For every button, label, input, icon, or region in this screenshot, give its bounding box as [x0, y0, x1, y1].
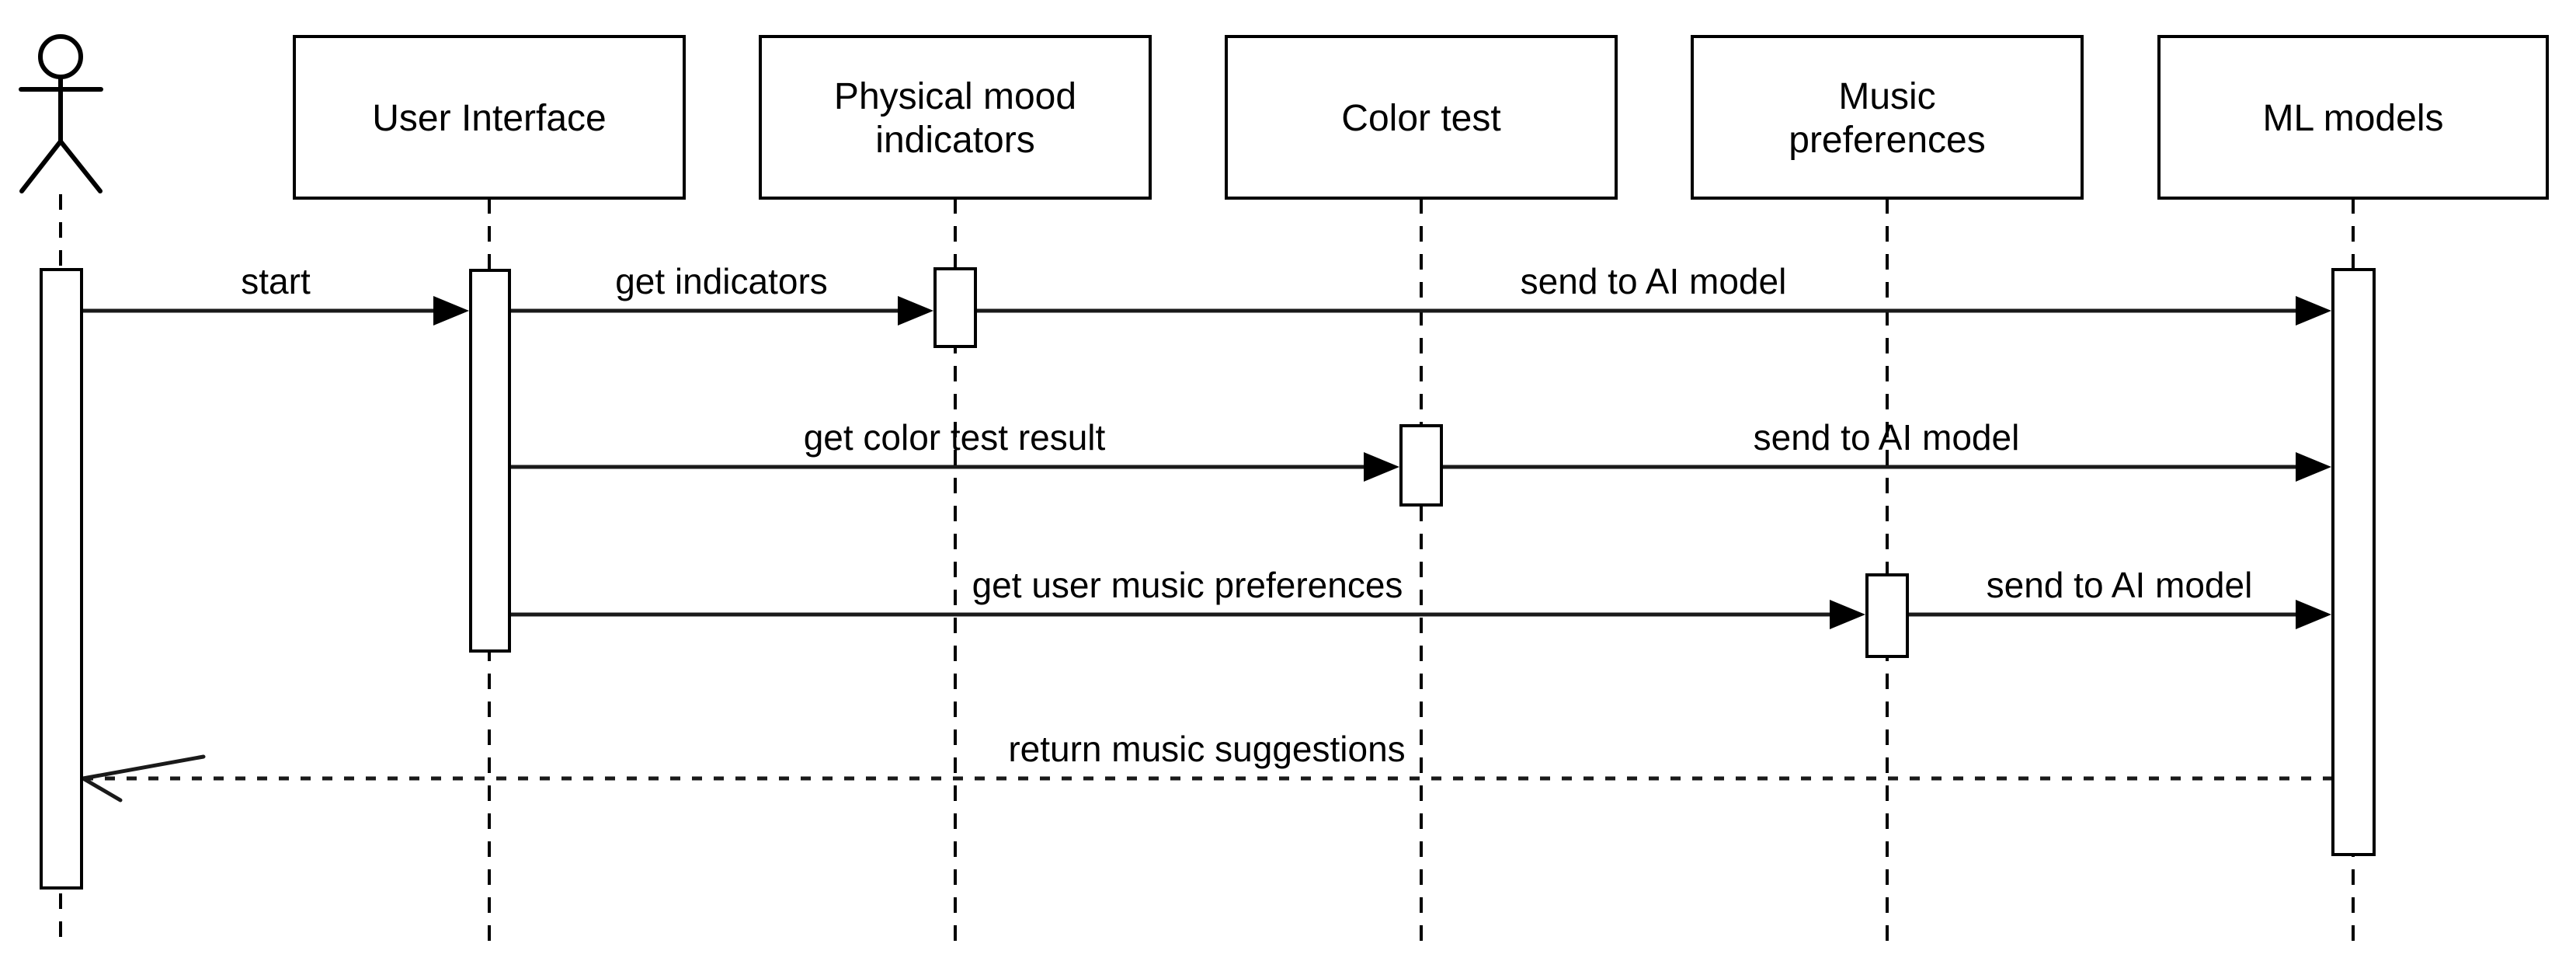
message-return-music-suggestions: return music suggestions: [80, 729, 2333, 803]
activation-bar-color-test: [1399, 424, 1443, 507]
participant-box-music-preferences: [1691, 35, 2084, 200]
message-label: return music suggestions: [1008, 729, 1405, 769]
participant-color-test: Color test: [1225, 35, 1618, 200]
filled-arrowhead-icon: [2296, 296, 2331, 326]
activation-bar-physical-mood-indicators: [933, 267, 977, 348]
filled-arrowhead-icon: [2296, 600, 2331, 629]
participant-box-user-interface: [293, 35, 686, 200]
participant-label-physical-mood-indicators: Physical mood: [834, 76, 1076, 117]
filled-arrowhead-icon: [1364, 452, 1399, 482]
participant-user-interface: User Interface: [293, 35, 686, 200]
actor-left-leg: [19, 139, 63, 193]
activation-bar-user-actor: [40, 268, 83, 890]
participant-label-color-test: Color test: [1341, 98, 1500, 139]
message-label: start: [241, 261, 311, 301]
message-send-to-ai-model: send to AI model: [975, 261, 2331, 326]
participant-box-ml-models: [2157, 35, 2549, 200]
actor-icon: [19, 34, 103, 193]
participant-label-ml-models: ML models: [2263, 98, 2444, 139]
message-label: get color test result: [804, 417, 1106, 458]
filled-arrowhead-icon: [2296, 452, 2331, 482]
message-label: get indicators: [615, 261, 828, 301]
message-get-color-test-result: get color test result: [509, 417, 1399, 482]
participant-label-music-preferences: preferences: [1789, 120, 1985, 161]
activation-bar-user-interface: [469, 269, 511, 653]
message-get-indicators: get indicators: [509, 261, 933, 326]
message-label: send to AI model: [1521, 261, 1787, 301]
participant-label-physical-mood-indicators: indicators: [875, 120, 1034, 161]
participant-box-physical-mood-indicators: [759, 35, 1152, 200]
message-get-user-music-preferences: get user music preferences: [509, 565, 1865, 629]
participant-label-music-preferences: Music: [1838, 76, 1935, 117]
message-label: send to AI model: [1754, 417, 2020, 458]
participant-ml-models: ML models: [2157, 35, 2549, 200]
message-start: start: [82, 261, 469, 326]
activation-bar-ml-models: [2331, 268, 2376, 856]
filled-arrowhead-icon: [1830, 600, 1865, 629]
activation-bar-music-preferences: [1865, 573, 1909, 658]
actor-right-leg: [58, 139, 103, 193]
message-label: send to AI model: [1987, 565, 2253, 605]
participant-box-color-test: [1225, 35, 1618, 200]
message-send-to-ai-model: send to AI model: [1441, 417, 2331, 482]
message-send-to-ai-model: send to AI model: [1907, 565, 2331, 629]
participant-label-user-interface: User Interface: [372, 98, 606, 139]
message-label: get user music preferences: [972, 565, 1403, 605]
filled-arrowhead-icon: [898, 296, 933, 326]
filled-arrowhead-icon: [433, 296, 469, 326]
